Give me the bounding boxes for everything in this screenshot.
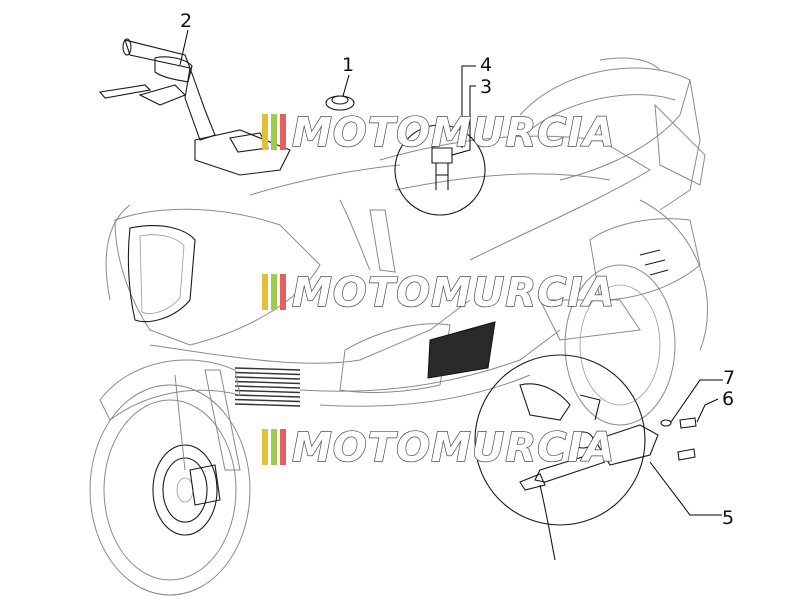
watermark-top: MOTOMURCIA xyxy=(262,109,615,157)
side-radiator-grille xyxy=(234,367,301,407)
grille-slat xyxy=(234,385,301,389)
watermark-bottom: MOTOMURCIA xyxy=(262,424,615,472)
detail-circle-connector xyxy=(394,124,486,216)
watermark-middle: MOTOMURCIA xyxy=(262,269,615,317)
grille-slat xyxy=(234,371,301,376)
watermark-text: MOTOMURCIA xyxy=(292,425,615,471)
callout-5: 5 xyxy=(722,507,734,529)
watermark-text: MOTOMURCIA xyxy=(292,110,615,156)
floor-vent-grille xyxy=(427,321,496,379)
watermark-text: MOTOMURCIA xyxy=(292,270,615,316)
callout-6: 6 xyxy=(722,388,734,410)
grille-slat xyxy=(234,394,301,398)
callout-3: 3 xyxy=(480,76,492,98)
ignition-switch xyxy=(325,95,355,111)
callout-1: 1 xyxy=(342,54,354,76)
callout-labels: 2 1 4 3 7 6 5 xyxy=(180,10,735,529)
grille-slat xyxy=(234,367,301,371)
leader-lines xyxy=(179,29,723,516)
detail-circle-sensor xyxy=(474,354,697,561)
handlebar-assembly xyxy=(98,38,291,176)
grille-slat xyxy=(234,380,301,385)
grille-slat xyxy=(234,403,301,407)
scooter-body-outline xyxy=(105,57,708,426)
grille-slat xyxy=(234,398,301,403)
callout-2: 2 xyxy=(180,10,192,32)
grille-slat xyxy=(234,376,301,380)
grille-slat xyxy=(234,389,301,394)
front-wheel xyxy=(89,359,251,596)
callout-7: 7 xyxy=(723,367,735,389)
callout-4: 4 xyxy=(480,54,492,76)
